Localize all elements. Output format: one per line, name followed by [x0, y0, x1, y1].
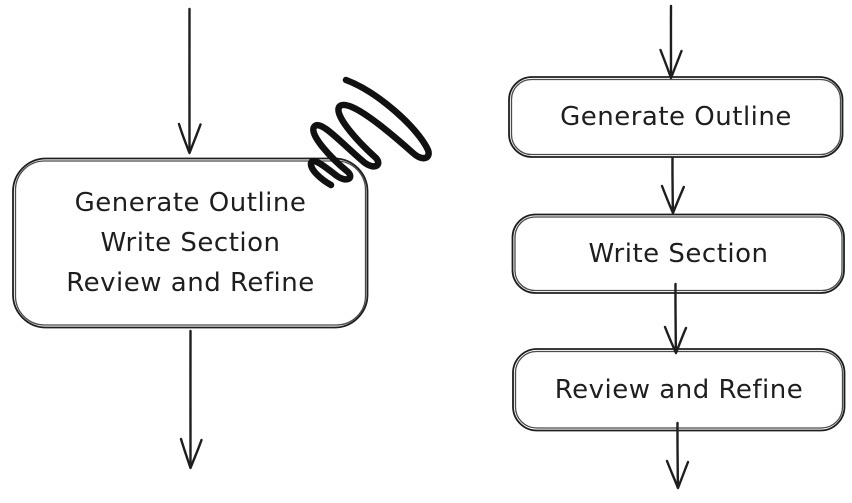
- combined-node-outline: [12, 157, 369, 329]
- scribble-annotation: [307, 76, 432, 189]
- flow-arrow-out-of-combined-node: [179, 329, 203, 470]
- flow-arrow-into-combined-node: [177, 7, 202, 155]
- node-generate-outline-outline: [508, 76, 844, 158]
- flow-arrow-generate-to-write: [660, 156, 685, 215]
- flow-arrow-into-generate-outline: [659, 4, 683, 80]
- stroke-group: [12, 4, 846, 490]
- flow-arrow-write-to-review: [663, 282, 688, 355]
- flow-arrow-out-of-review-refine: [665, 421, 690, 490]
- node-write-section-outline: [511, 213, 845, 294]
- node-review-refine-outline: [512, 348, 846, 432]
